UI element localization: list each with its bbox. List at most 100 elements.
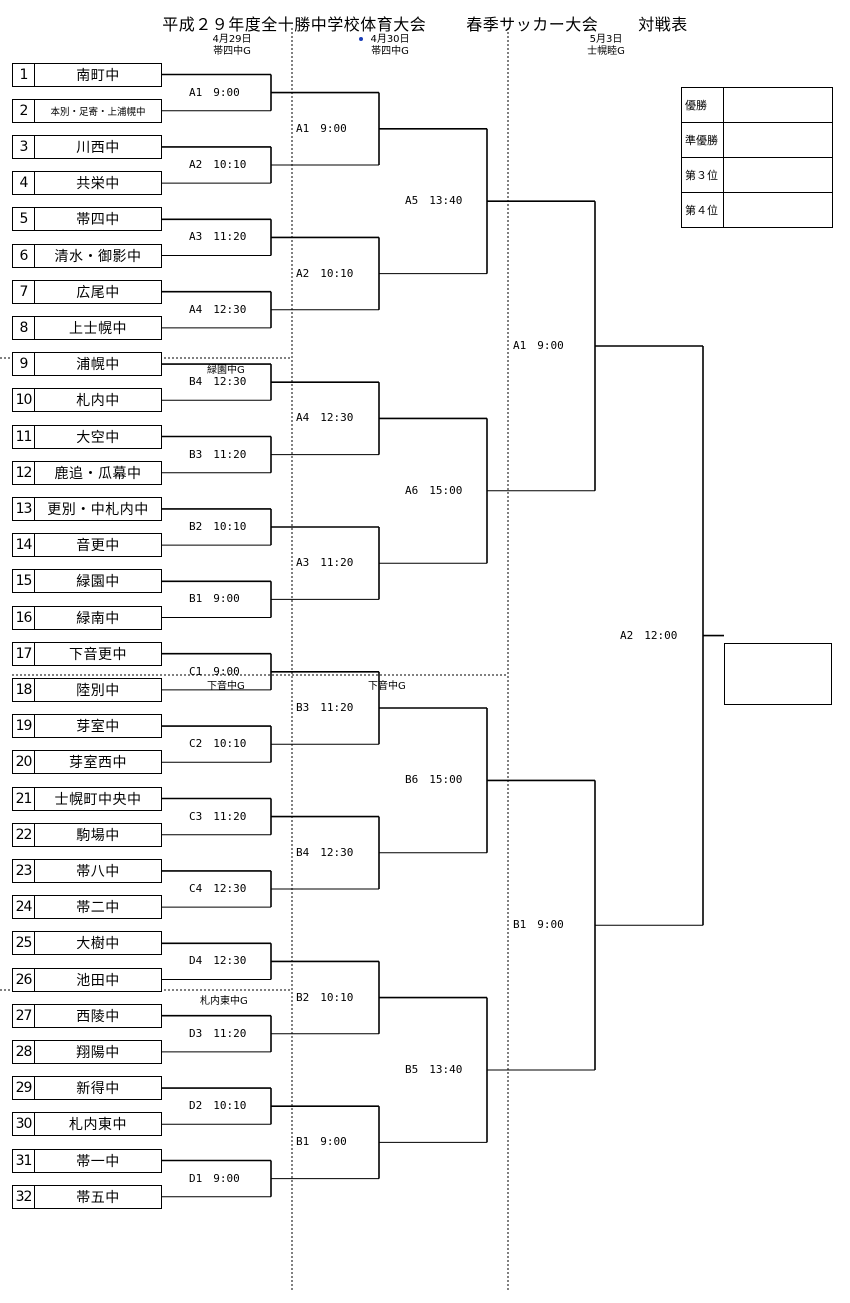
team-number: 5 (13, 208, 35, 231)
team-entry: 3 川西中 (12, 134, 162, 159)
ranking-value (723, 157, 833, 193)
team-number: 31 (13, 1149, 35, 1172)
round1-match-label: A1 9:00 (189, 85, 240, 99)
round1-match-label: B2 10:10 (189, 520, 247, 533)
team-name: 帯八中 (76, 863, 120, 880)
team-name: 上士幌中 (69, 320, 127, 337)
header-day3-venue: 士幌睦G (587, 46, 625, 57)
round1-match-label: B3 11:20 (189, 447, 247, 461)
team-number: 12 (13, 461, 35, 484)
round1-match-label: A2 10:10 (189, 158, 247, 171)
team-name: 大空中 (76, 429, 120, 446)
team-entry: 32 帯五中 (12, 1184, 162, 1209)
team-entry: 10 札内中 (12, 388, 162, 413)
page-title: 平成２９年度全十勝中学校体育大会 春季サッカー大会 対戦表 (0, 11, 850, 35)
title-suffix: 対戦表 (638, 15, 688, 34)
team-name: 川西中 (76, 139, 120, 156)
team-name: 札内東中 (69, 1117, 127, 1134)
team-name: 帯五中 (76, 1189, 120, 1206)
header-day2-date: 4月30日 (370, 34, 410, 45)
team-number: 28 (13, 1040, 35, 1063)
team-name: 士幌町中央中 (54, 791, 142, 808)
team-number: 6 (13, 244, 35, 267)
team-name: 本別・足寄・上浦幌中 (50, 106, 146, 118)
ranking-table: 優勝 準優勝 第３位 第４位 (681, 87, 833, 228)
team-number: 13 (13, 497, 35, 520)
team-name: 下音更中 (69, 646, 127, 663)
team-name: 池田中 (76, 972, 120, 989)
team-entry: 13 更別・中札内中 (12, 496, 162, 521)
round1-match-label: D3 11:20 (189, 1026, 247, 1040)
team-name: 音更中 (76, 538, 120, 555)
team-number: 22 (13, 823, 35, 846)
final-match-label: A2 12:00 (620, 628, 678, 642)
round2-match-label: B3 11:20 (296, 701, 354, 714)
team-name: 札内中 (76, 393, 120, 410)
ranking-label: 第３位 (681, 157, 724, 193)
team-number: 14 (13, 534, 35, 557)
team-entry: 12 鹿追・瓜幕中 (12, 460, 162, 485)
team-entry: 14 音更中 (12, 533, 162, 558)
team-name: 南町中 (76, 67, 120, 84)
team-name: 鹿追・瓜幕中 (54, 465, 142, 482)
team-name: 浦幌中 (76, 357, 120, 374)
ranking-row: 第３位 (681, 157, 833, 193)
team-name: 広尾中 (76, 284, 120, 301)
team-number: 27 (13, 1004, 35, 1027)
title-main: 平成２９年度全十勝中学校体育大会 (162, 15, 427, 34)
team-number: 4 (13, 172, 35, 195)
team-number: 26 (13, 968, 35, 991)
team-number: 17 (13, 642, 35, 665)
ranking-value (723, 87, 833, 123)
team-entry: 16 緑南中 (12, 605, 162, 630)
ranking-label: 第４位 (681, 192, 724, 228)
team-number: 15 (13, 570, 35, 593)
team-number: 7 (13, 280, 35, 303)
team-name: 大樹中 (76, 936, 120, 953)
team-name: 駒場中 (76, 827, 120, 844)
round1-match-label: D2 10:10 (189, 1099, 247, 1113)
round1-match-label: A4 12:30 (189, 302, 247, 316)
header-day3-date: 5月3日 (589, 34, 623, 45)
marker-dot (359, 37, 363, 41)
round1-match-label: C4 12:30 (189, 882, 247, 895)
round1-match-label: C1 9:00 (189, 664, 240, 678)
team-number: 3 (13, 135, 35, 158)
ranking-row: 優勝 (681, 87, 833, 123)
round3-match-label: A5 13:40 (405, 194, 463, 208)
round4-match-label: B1 9:00 (513, 918, 564, 932)
round2-match-label: A3 11:20 (296, 556, 354, 570)
header-day1-date: 4月29日 (212, 34, 252, 45)
team-number: 10 (13, 389, 35, 412)
round2-match-label: B1 9:00 (296, 1135, 347, 1149)
team-entry: 22 駒場中 (12, 822, 162, 847)
header-day2: 4月30日 帯四中G (340, 34, 440, 58)
team-name: 更別・中札内中 (47, 501, 149, 518)
team-name: 翔陽中 (76, 1044, 120, 1061)
team-number: 19 (13, 715, 35, 738)
team-entry: 7 広尾中 (12, 279, 162, 304)
round2-match-label: A4 12:30 (296, 411, 354, 425)
team-number: 16 (13, 606, 35, 629)
ranking-label: 優勝 (681, 87, 724, 123)
title-sub: 春季サッカー大会 (466, 15, 599, 34)
team-name: 緑南中 (76, 610, 120, 627)
team-number: 20 (13, 751, 35, 774)
round1-match-label: D4 12:30 (189, 954, 247, 968)
team-number: 9 (13, 353, 35, 376)
round1-match-label: B1 9:00 (189, 592, 240, 606)
team-number: 11 (13, 425, 35, 448)
team-number: 32 (13, 1185, 35, 1208)
team-name: 帯四中 (76, 212, 120, 229)
